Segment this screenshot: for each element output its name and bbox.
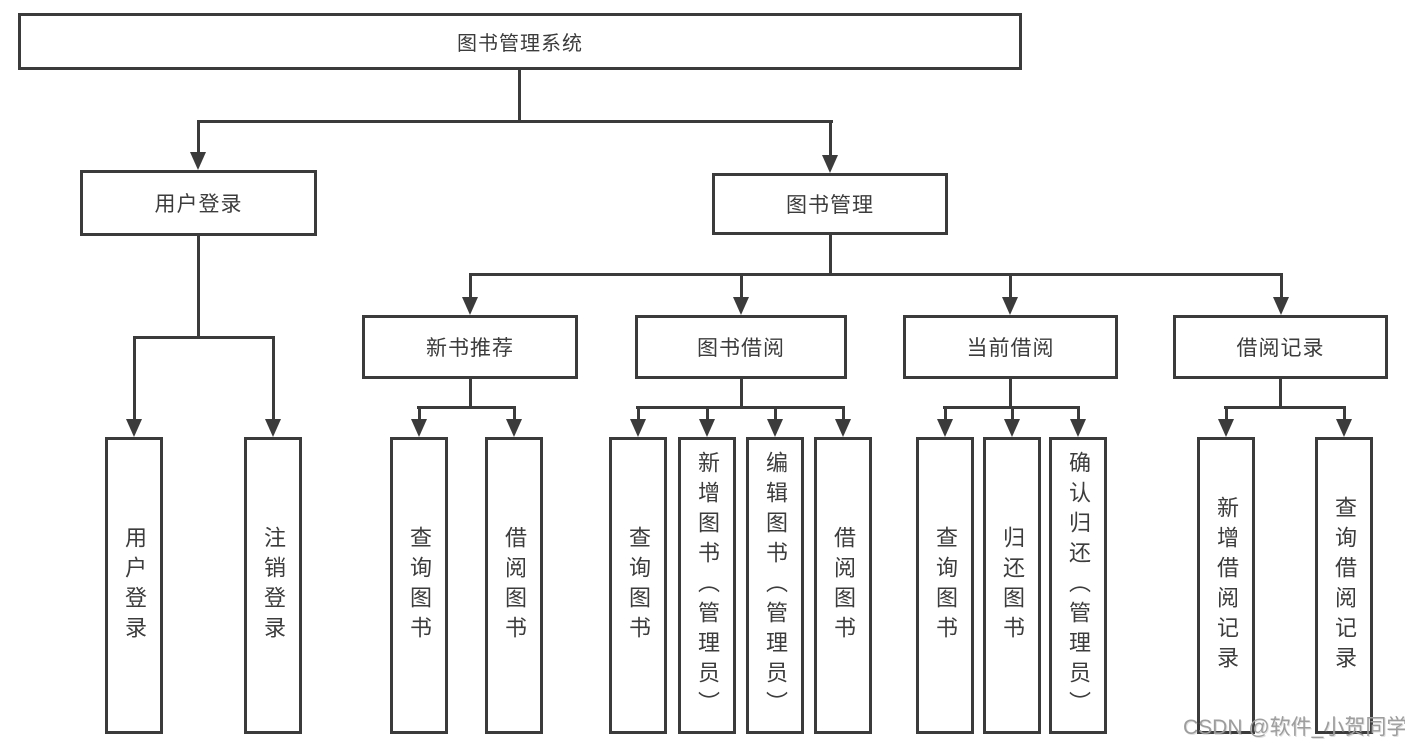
connector-bb-rail	[636, 406, 845, 409]
connector-bookmgmt-drop-4	[1280, 273, 1283, 297]
arrow-down-icon	[822, 155, 838, 173]
connector-bookmgmt-drop-3	[1009, 273, 1012, 297]
leaf-nbr-borrow-books: 借阅图书	[485, 437, 543, 734]
leaf-br-query-record: 查询借阅记录	[1315, 437, 1373, 734]
leaf-cb-return-books-label: 归还图书	[1000, 525, 1025, 646]
leaf-bb-add-books-admin-label: 新增图书（管理员）	[695, 450, 720, 721]
connector-bb-drop-2	[706, 406, 709, 419]
arrow-down-icon	[1002, 297, 1018, 315]
node-root: 图书管理系统	[18, 13, 1022, 70]
arrow-down-icon	[767, 419, 783, 437]
arrow-down-icon	[630, 419, 646, 437]
connector-userlogin-drop-1	[133, 336, 136, 419]
arrow-down-icon	[1336, 419, 1352, 437]
arrow-down-icon	[1273, 297, 1289, 315]
leaf-cb-return-books: 归还图书	[983, 437, 1041, 734]
node-book-borrow-label: 图书借阅	[697, 337, 785, 360]
connector-cb-drop-2	[1011, 406, 1014, 419]
node-current-borrow: 当前借阅	[903, 315, 1118, 379]
leaf-nbr-query-books-label: 查询图书	[407, 525, 432, 646]
connector-bb-drop-3	[774, 406, 777, 419]
node-book-borrow: 图书借阅	[635, 315, 847, 379]
connector-userlogin-rail	[133, 336, 275, 339]
leaf-bb-query-books: 查询图书	[609, 437, 667, 734]
arrow-down-icon	[411, 419, 427, 437]
leaf-bb-edit-books-admin: 编辑图书（管理员）	[746, 437, 804, 734]
connector-cb-drop-3	[1077, 406, 1080, 419]
leaf-bb-query-books-label: 查询图书	[626, 525, 651, 646]
connector-br-rail	[1224, 406, 1346, 409]
arrow-down-icon	[126, 419, 142, 437]
node-book-management-label: 图书管理	[786, 194, 874, 217]
leaf-bb-borrow-books-label: 借阅图书	[831, 525, 856, 646]
connector-userlogin-stem	[197, 236, 200, 336]
leaf-br-add-record-label: 新增借阅记录	[1214, 495, 1239, 676]
node-root-label: 图书管理系统	[457, 33, 583, 55]
connector-bookmgmt-drop-2	[740, 273, 743, 297]
leaf-user-login-label: 用户登录	[122, 525, 147, 646]
arrow-down-icon	[1004, 419, 1020, 437]
node-book-management: 图书管理	[712, 173, 948, 235]
leaf-br-add-record: 新增借阅记录	[1197, 437, 1255, 734]
connector-userlogin-drop-2	[272, 336, 275, 419]
connector-root-rail	[197, 120, 833, 123]
connector-cb-stem	[1009, 379, 1012, 406]
csdn-watermark: CSDN @软件_小贺同学	[1183, 716, 1405, 739]
leaf-bb-edit-books-admin-label: 编辑图书（管理员）	[763, 450, 788, 721]
arrow-down-icon	[699, 419, 715, 437]
connector-br-drop-2	[1343, 406, 1346, 419]
connector-bookmgmt-stem	[829, 235, 832, 273]
connector-cb-drop-1	[944, 406, 947, 419]
connector-bb-stem	[740, 379, 743, 406]
connector-nbr-drop-1	[418, 406, 421, 419]
node-current-borrow-label: 当前借阅	[966, 337, 1055, 360]
arrow-down-icon	[937, 419, 953, 437]
leaf-br-query-record-label: 查询借阅记录	[1332, 495, 1357, 676]
leaf-user-login: 用户登录	[105, 437, 163, 734]
connector-br-stem	[1279, 379, 1282, 406]
connector-root-stem	[518, 70, 521, 120]
node-borrow-records: 借阅记录	[1173, 315, 1388, 379]
leaf-bb-add-books-admin: 新增图书（管理员）	[678, 437, 736, 734]
arrow-down-icon	[1070, 419, 1086, 437]
node-new-book-recommend-label: 新书推荐	[426, 337, 514, 360]
leaf-cb-confirm-return-admin-label: 确认归还（管理员）	[1066, 450, 1091, 721]
node-user-login: 用户登录	[80, 170, 317, 236]
connector-nbr-stem	[469, 379, 472, 406]
leaf-cb-query-books: 查询图书	[916, 437, 974, 734]
connector-root-drop-userlogin	[197, 120, 200, 152]
arrow-down-icon	[462, 297, 478, 315]
connector-nbr-drop-2	[513, 406, 516, 419]
leaf-logout-login-label: 注销登录	[261, 525, 286, 646]
leaf-bb-borrow-books: 借阅图书	[814, 437, 872, 734]
connector-nbr-rail	[417, 406, 516, 409]
node-new-book-recommend: 新书推荐	[362, 315, 578, 379]
connector-bookmgmt-drop-1	[469, 273, 472, 297]
leaf-nbr-query-books: 查询图书	[390, 437, 448, 734]
connector-bb-drop-1	[637, 406, 640, 419]
leaf-nbr-borrow-books-label: 借阅图书	[502, 525, 527, 646]
leaf-cb-query-books-label: 查询图书	[933, 525, 958, 646]
arrow-down-icon	[835, 419, 851, 437]
node-user-login-label: 用户登录	[154, 193, 243, 216]
arrow-down-icon	[265, 419, 281, 437]
connector-root-drop-bookmgmt	[829, 120, 832, 155]
connector-bb-drop-4	[842, 406, 845, 419]
connector-br-drop-1	[1225, 406, 1228, 419]
arrow-down-icon	[1218, 419, 1234, 437]
connector-bookmgmt-rail	[469, 273, 1283, 276]
leaf-cb-confirm-return-admin: 确认归还（管理员）	[1049, 437, 1107, 734]
arrow-down-icon	[190, 152, 206, 170]
node-borrow-records-label: 借阅记录	[1236, 337, 1325, 360]
arrow-down-icon	[733, 297, 749, 315]
leaf-logout-login: 注销登录	[244, 437, 302, 734]
arrow-down-icon	[506, 419, 522, 437]
